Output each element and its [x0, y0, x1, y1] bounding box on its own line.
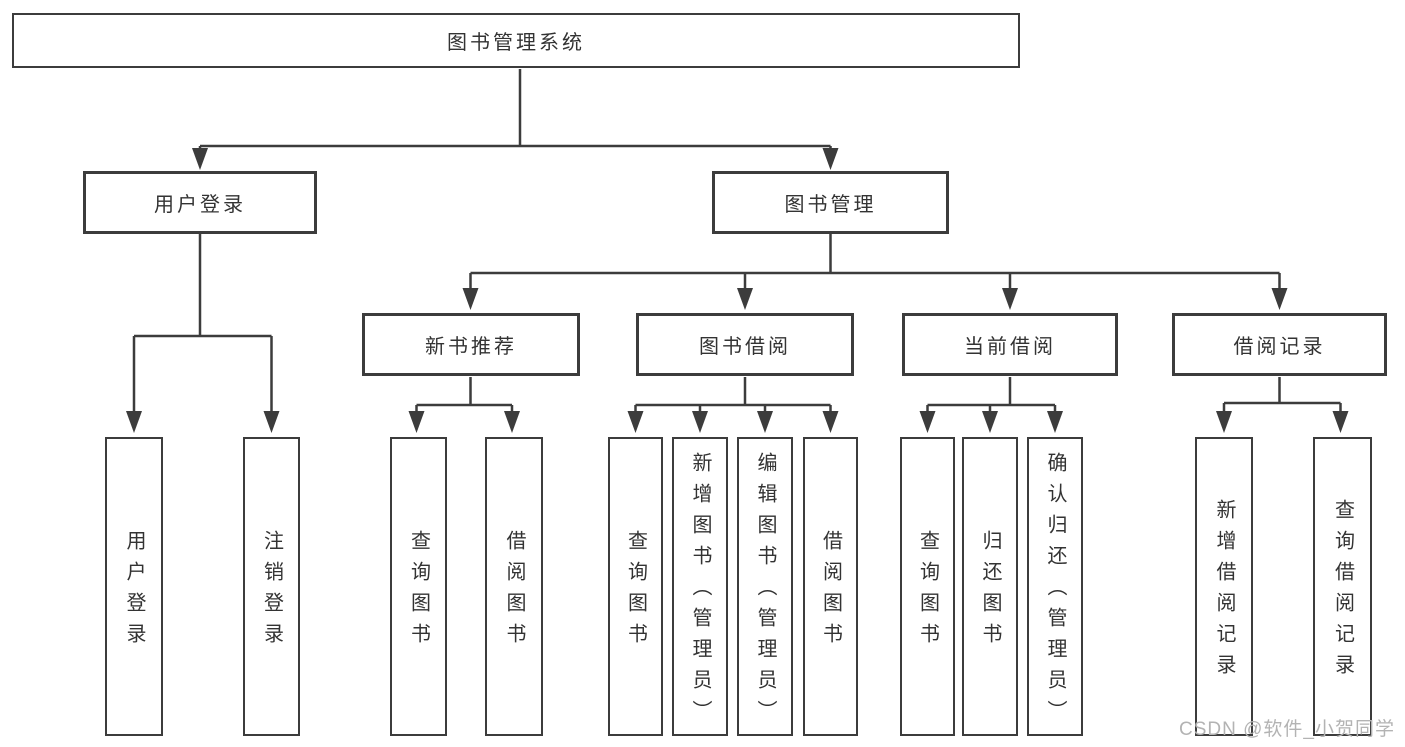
node-label: 用户登录 [154, 194, 246, 216]
leaf-label: 新增借阅记录 [1213, 498, 1235, 685]
arrowhead [263, 411, 280, 433]
leaf-return-book: 归还图书 [962, 437, 1018, 736]
leaf-query-books-borrowing: 查询图书 [608, 437, 663, 736]
arrowhead [462, 288, 479, 310]
leaf-label: 查询图书 [407, 529, 430, 654]
leaf-label: 新增图书（管理员） [689, 452, 711, 731]
arrowhead [737, 288, 753, 310]
arrowhead [822, 411, 839, 433]
leaf-add-book-admin: 新增图书（管理员） [672, 437, 728, 736]
arrowhead [757, 411, 773, 433]
node-user-login: 用户登录 [83, 171, 317, 234]
node-label: 借阅记录 [1233, 336, 1326, 358]
arrowhead [1047, 411, 1063, 433]
arrowhead [822, 148, 839, 170]
leaf-query-borrow-record: 查询借阅记录 [1313, 437, 1372, 736]
leaf-label: 确认归还（管理员） [1044, 452, 1066, 731]
leaf-label: 查询图书 [916, 529, 939, 654]
arrowhead [692, 411, 708, 433]
leaf-confirm-return-admin: 确认归还（管理员） [1027, 437, 1083, 736]
leaf-user-login: 用户登录 [105, 437, 163, 736]
node-book-management: 图书管理 [712, 171, 949, 234]
arrowhead [192, 148, 208, 170]
leaf-borrow-books-borrowing: 借阅图书 [803, 437, 858, 736]
node-borrow-records: 借阅记录 [1172, 313, 1387, 376]
node-current-borrowing: 当前借阅 [902, 313, 1118, 376]
node-label: 新书推荐 [425, 336, 517, 358]
csdn-watermark: CSDN @软件_小贺同学 [1179, 719, 1395, 740]
node-label: 图书管理系统 [447, 32, 585, 54]
leaf-label: 用户登录 [123, 529, 145, 654]
arrowhead [504, 411, 520, 433]
leaf-label: 借阅图书 [819, 529, 842, 654]
leaf-logout: 注销登录 [243, 437, 300, 736]
leaf-label: 查询图书 [624, 529, 647, 654]
leaf-query-books-current: 查询图书 [900, 437, 955, 736]
leaf-query-books-recommend: 查询图书 [390, 437, 447, 736]
arrowhead [408, 411, 425, 433]
arrowhead [627, 411, 644, 433]
arrowhead [982, 411, 998, 433]
arrowhead [1332, 411, 1349, 433]
leaf-borrow-books-recommend: 借阅图书 [485, 437, 543, 736]
leaf-label: 借阅图书 [503, 529, 525, 654]
arrowhead [1216, 411, 1232, 433]
arrowhead [1002, 288, 1018, 310]
node-label: 图书管理 [784, 194, 877, 216]
leaf-label: 查询借阅记录 [1331, 498, 1354, 685]
node-label: 当前借阅 [964, 336, 1056, 358]
arrowhead [1271, 288, 1288, 310]
node-new-book-recommend: 新书推荐 [362, 313, 580, 376]
leaf-label: 注销登录 [260, 529, 283, 654]
node-label: 图书借阅 [699, 336, 791, 358]
arrowhead [919, 411, 936, 433]
leaf-add-borrow-record: 新增借阅记录 [1195, 437, 1253, 736]
node-book-borrowing: 图书借阅 [636, 313, 854, 376]
arrowhead [126, 411, 142, 433]
leaf-label: 编辑图书（管理员） [754, 452, 776, 731]
leaf-edit-book-admin: 编辑图书（管理员） [737, 437, 793, 736]
leaf-label: 归还图书 [979, 529, 1001, 654]
node-library-management-system: 图书管理系统 [12, 13, 1020, 68]
